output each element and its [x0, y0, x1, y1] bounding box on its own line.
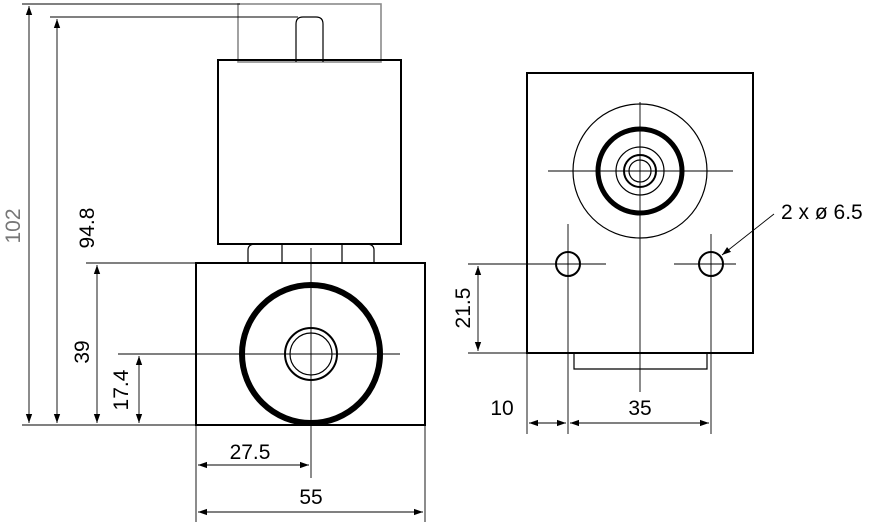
connector-outline — [237, 3, 382, 63]
side-view-dimensions: 21.5 10 35 2 x ø 6.5 — [452, 201, 863, 434]
hole-spec-leader — [721, 213, 775, 256]
dim-hole-height-label: 21.5 — [452, 288, 475, 329]
dim-body-width-label: 55 — [299, 486, 322, 509]
dim-port-offset-label: 27.5 — [230, 441, 271, 464]
side-bottom-boss — [573, 353, 708, 370]
dim-overall-height-label: 102 — [2, 208, 25, 243]
connector-pin — [295, 16, 324, 62]
dim-coil-height-label: 94.8 — [76, 208, 99, 249]
side-view — [468, 72, 754, 434]
dim-hole-edge-offset-label: 10 — [490, 397, 513, 420]
hex-nut — [247, 243, 375, 263]
dim-body-height-label: 39 — [71, 340, 94, 363]
front-view-dimensions: 102 94.8 39 17.4 27.5 55 — [2, 3, 426, 522]
front-view — [195, 3, 426, 478]
hole-spec-label: 2 x ø 6.5 — [781, 201, 863, 224]
coil — [217, 59, 402, 245]
dim-port-height-label: 17.4 — [110, 369, 133, 410]
dim-hole-spacing-label: 35 — [628, 397, 651, 420]
